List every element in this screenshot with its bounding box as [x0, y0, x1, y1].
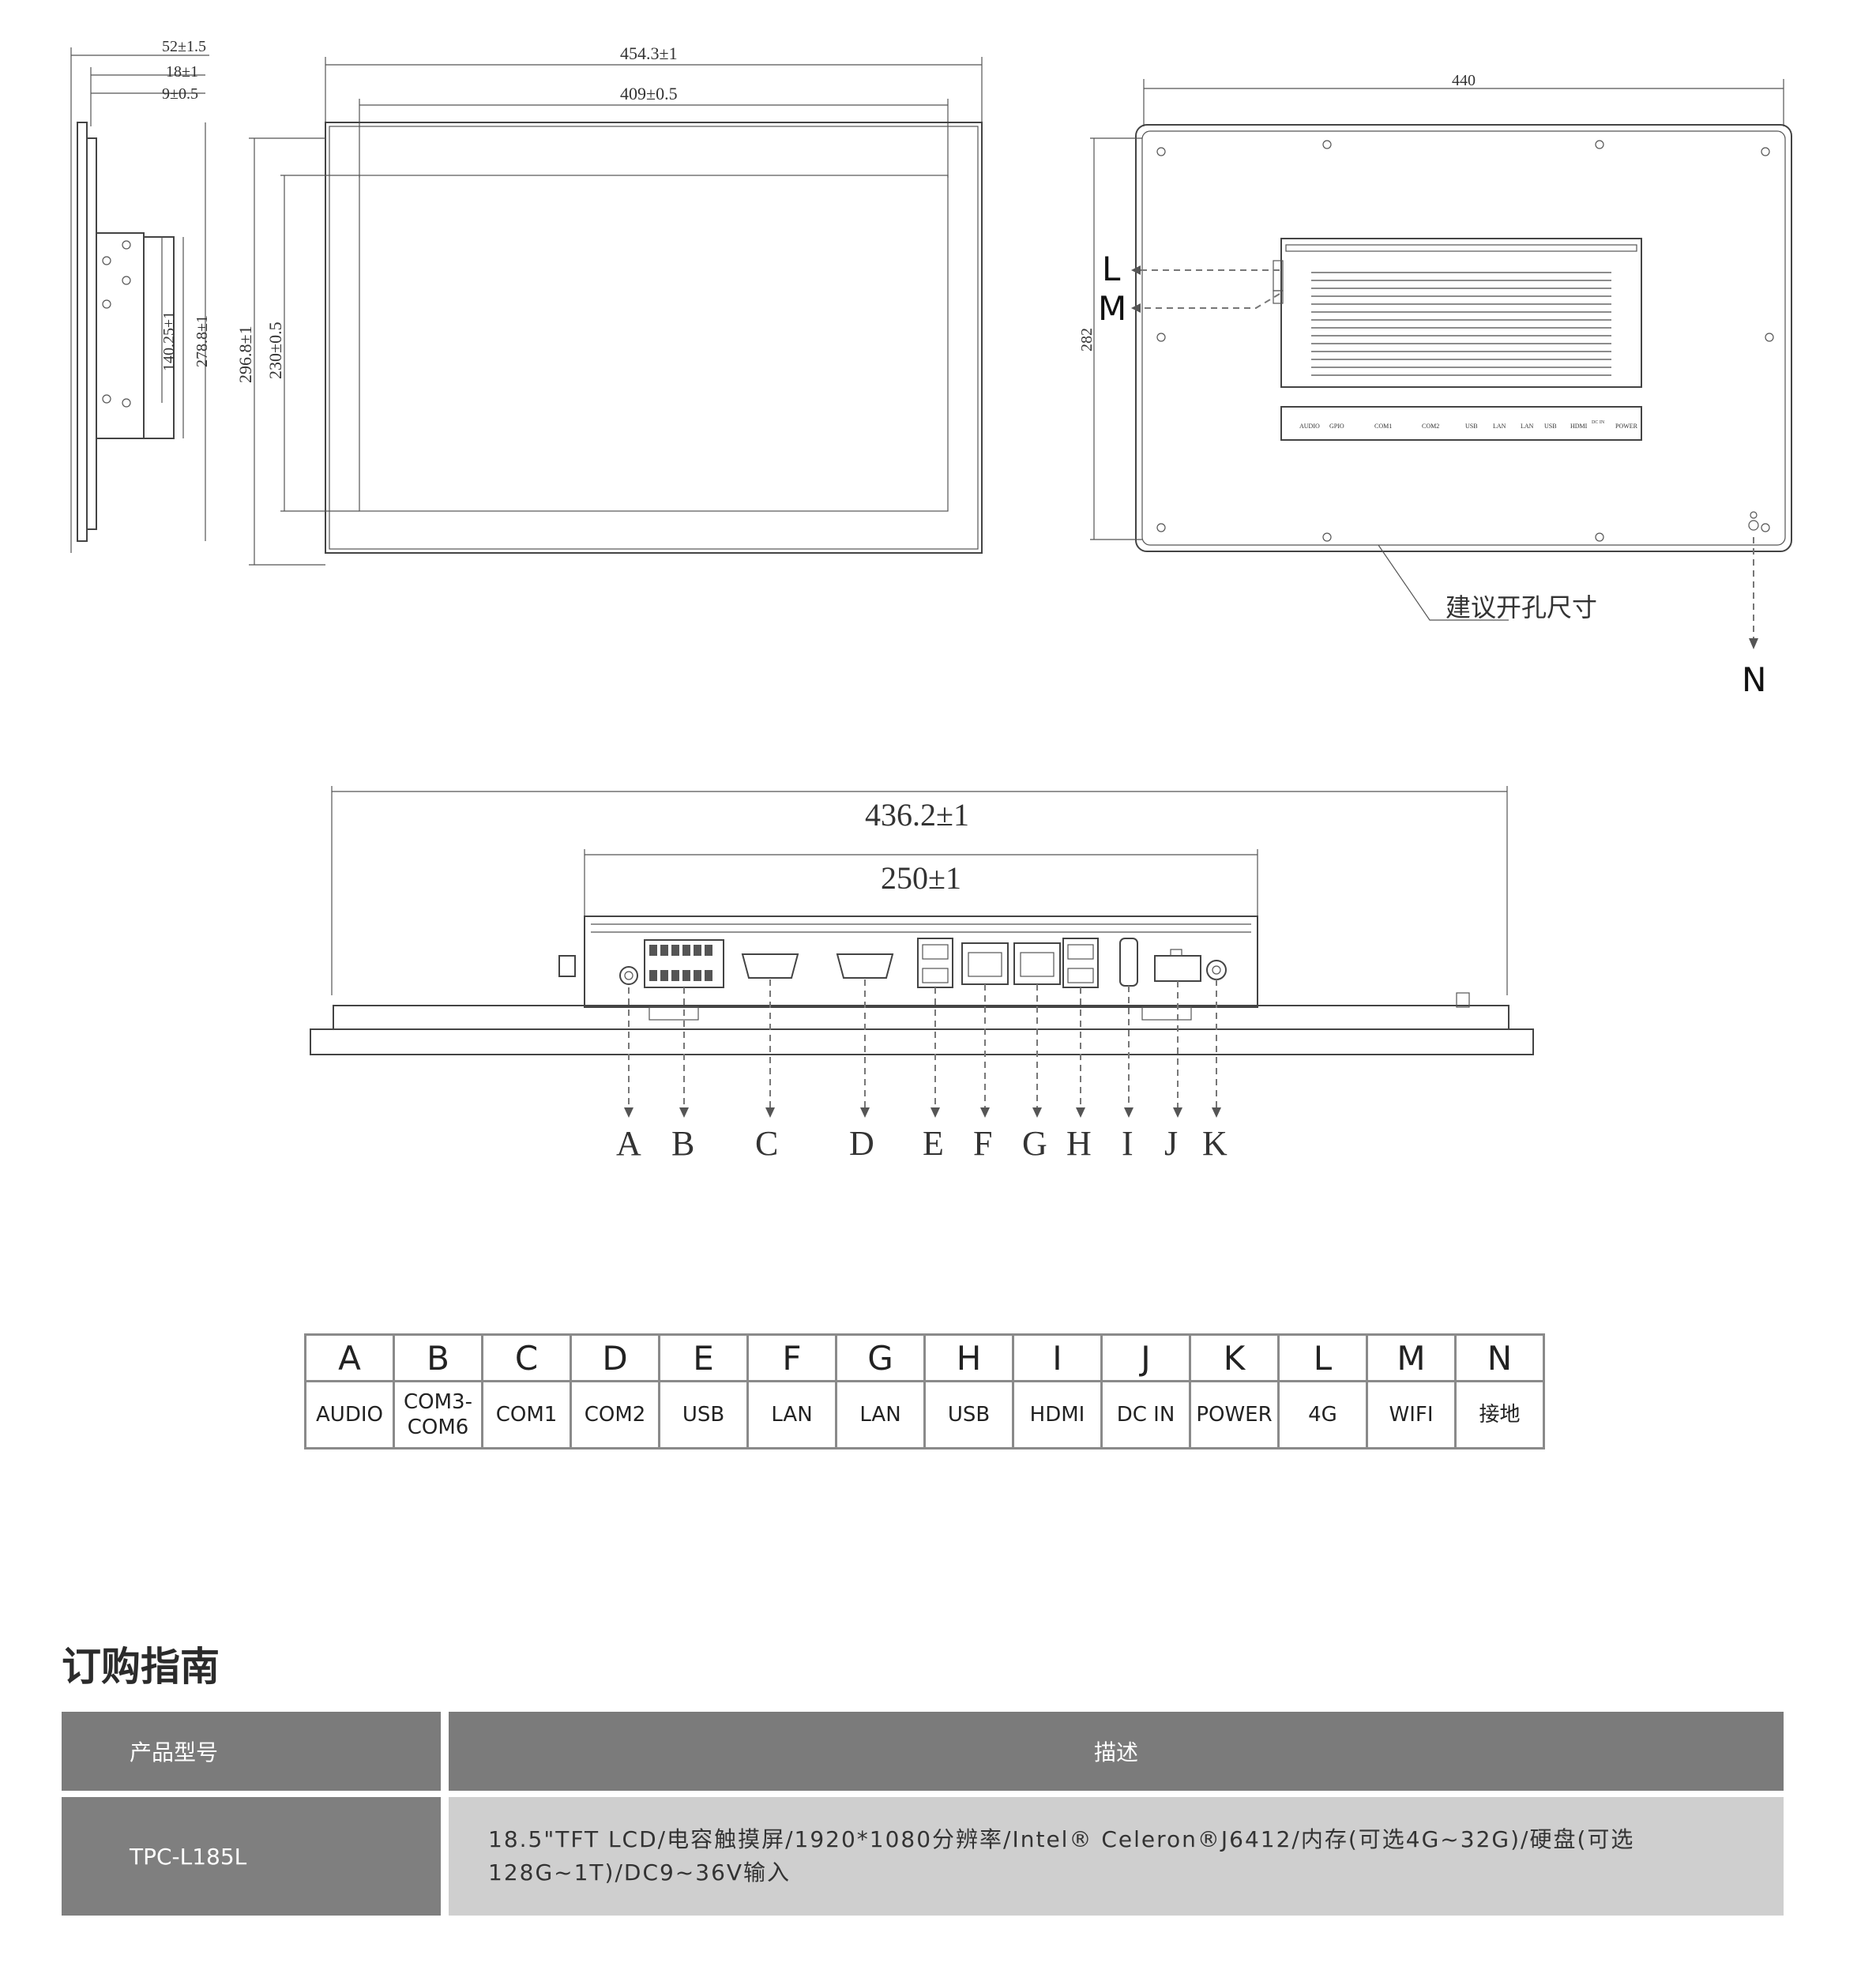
front-dim-display-height: 230±0.5 — [265, 321, 285, 379]
front-dim-height: 296.8±1 — [235, 325, 255, 383]
ordering-title: 订购指南 — [62, 1644, 220, 1690]
legend-name: POWER — [1189, 1380, 1280, 1449]
model-column-header: 产品型号 — [62, 1712, 441, 1791]
front-dim-width: 454.3±1 — [620, 43, 678, 63]
legend-letter: N — [1454, 1333, 1545, 1382]
legend-letter: C — [481, 1333, 572, 1382]
callout-K: K — [1202, 1124, 1227, 1163]
callout-L: L — [1102, 250, 1121, 288]
side-dim-depth: 52±1.5 — [162, 38, 206, 55]
legend-letter: M — [1366, 1333, 1457, 1382]
ordering-row: TPC-L185L 18.5"TFT LCD/电容触摸屏/1920*1080分辨… — [62, 1797, 1784, 1916]
rear-port-labels: AUDIO GPIO COM1 COM2 USB LAN LAN USB HDM… — [1299, 420, 1638, 430]
rear-port-label: COM1 — [1374, 423, 1392, 430]
legend-letter: K — [1189, 1333, 1280, 1382]
legend-name: COM2 — [570, 1380, 660, 1449]
legend-names-row: AUDIO COM3- COM6 COM1 COM2 USB LAN LAN U… — [304, 1380, 1545, 1449]
mounting-holes — [1156, 140, 1774, 542]
callout-J: J — [1164, 1124, 1178, 1163]
rear-port-label: HDMI — [1570, 423, 1588, 430]
callout-D: D — [849, 1124, 874, 1163]
callout-A: A — [616, 1124, 641, 1163]
rear-port-label: LAN — [1521, 423, 1534, 430]
ordering-table: 产品型号 描述 TPC-L185L 18.5"TFT LCD/电容触摸屏/192… — [62, 1712, 1784, 1916]
legend-letter: B — [393, 1333, 483, 1382]
legend-letter: G — [835, 1333, 926, 1382]
cutout-note: 建议开孔尺寸 — [1446, 593, 1597, 622]
rear-port-label: USB — [1544, 423, 1557, 430]
legend-name: 接地 — [1454, 1380, 1545, 1449]
callout-F: F — [973, 1124, 992, 1163]
callout-H: H — [1066, 1124, 1092, 1163]
legend-name: COM3- COM6 — [393, 1380, 483, 1449]
rear-port-label: GPIO — [1329, 423, 1344, 430]
legend-letter: H — [923, 1333, 1014, 1382]
rear-port-label: LAN — [1493, 423, 1506, 430]
ordering-header-row: 产品型号 描述 — [62, 1712, 1784, 1791]
technical-drawings: 52±1.5 18±1 9±0.5 140.25±1 278.8±1 454.3… — [70, 38, 1792, 1163]
rear-dim-width: 440 — [1452, 72, 1476, 89]
side-dim-frame: 18±1 — [166, 63, 198, 81]
port-legend-table: A B C D E F G H I J K L M N AUDIO COM3- … — [304, 1333, 1545, 1449]
legend-name: WIFI — [1366, 1380, 1457, 1449]
legend-name: DC IN — [1100, 1380, 1191, 1449]
legend-name: LAN — [835, 1380, 926, 1449]
side-dim-box-height: 140.25±1 — [160, 311, 178, 371]
legend-letter: I — [1012, 1333, 1103, 1382]
rear-port-label: DC IN — [1592, 420, 1605, 425]
legend-name: AUDIO — [304, 1380, 395, 1449]
rear-dim-height: 282 — [1078, 328, 1096, 352]
callout-G: G — [1022, 1124, 1047, 1163]
front-dim-display-width: 409±0.5 — [620, 84, 678, 103]
bottom-view: 436.2±1 250±1 — [310, 786, 1534, 1163]
front-view: 454.3±1 409±0.5 296.8±1 230±0.5 — [235, 43, 983, 566]
legend-name: 4G — [1277, 1380, 1368, 1449]
legend-letter: F — [746, 1333, 837, 1382]
model-cell: TPC-L185L — [62, 1797, 441, 1916]
bottom-dim-width: 436.2±1 — [865, 797, 969, 833]
callout-M: M — [1098, 289, 1126, 328]
bottom-dim-box-width: 250±1 — [881, 860, 961, 896]
description-cell: 18.5"TFT LCD/电容触摸屏/1920*1080分辨率/Intel® C… — [449, 1797, 1784, 1916]
legend-letter: D — [570, 1333, 660, 1382]
description-column-header: 描述 — [449, 1712, 1784, 1791]
callout-C: C — [755, 1124, 778, 1163]
legend-letter: J — [1100, 1333, 1191, 1382]
legend-name: COM1 — [481, 1380, 572, 1449]
rear-port-label: COM2 — [1422, 423, 1439, 430]
ports — [619, 938, 1227, 988]
legend-letter: A — [304, 1333, 395, 1382]
rear-port-label: AUDIO — [1299, 423, 1320, 430]
legend-name: USB — [923, 1380, 1014, 1449]
callout-I: I — [1122, 1124, 1133, 1163]
rear-port-label: POWER — [1615, 423, 1638, 430]
callout-B: B — [671, 1124, 694, 1163]
rear-port-label: USB — [1465, 423, 1478, 430]
legend-letters-row: A B C D E F G H I J K L M N — [304, 1333, 1545, 1382]
legend-name: LAN — [746, 1380, 837, 1449]
legend-letter: E — [658, 1333, 749, 1382]
legend-name: USB — [658, 1380, 749, 1449]
rear-view: 440 282 AUDIO GPIO COM1 COM2 USB — [1078, 72, 1792, 699]
callout-E: E — [923, 1124, 944, 1163]
leader-lines — [624, 979, 1221, 1118]
side-dim-panel-height: 278.8±1 — [194, 315, 211, 367]
callout-N: N — [1742, 660, 1766, 699]
bottom-callouts: A B C D E F G H I J K — [616, 1124, 1227, 1163]
side-view: 52±1.5 18±1 9±0.5 140.25±1 278.8±1 — [70, 38, 211, 553]
legend-name: HDMI — [1012, 1380, 1103, 1449]
legend-letter: L — [1277, 1333, 1368, 1382]
heatsink-fins — [1311, 272, 1611, 376]
side-dim-bezel: 9±0.5 — [162, 85, 198, 103]
